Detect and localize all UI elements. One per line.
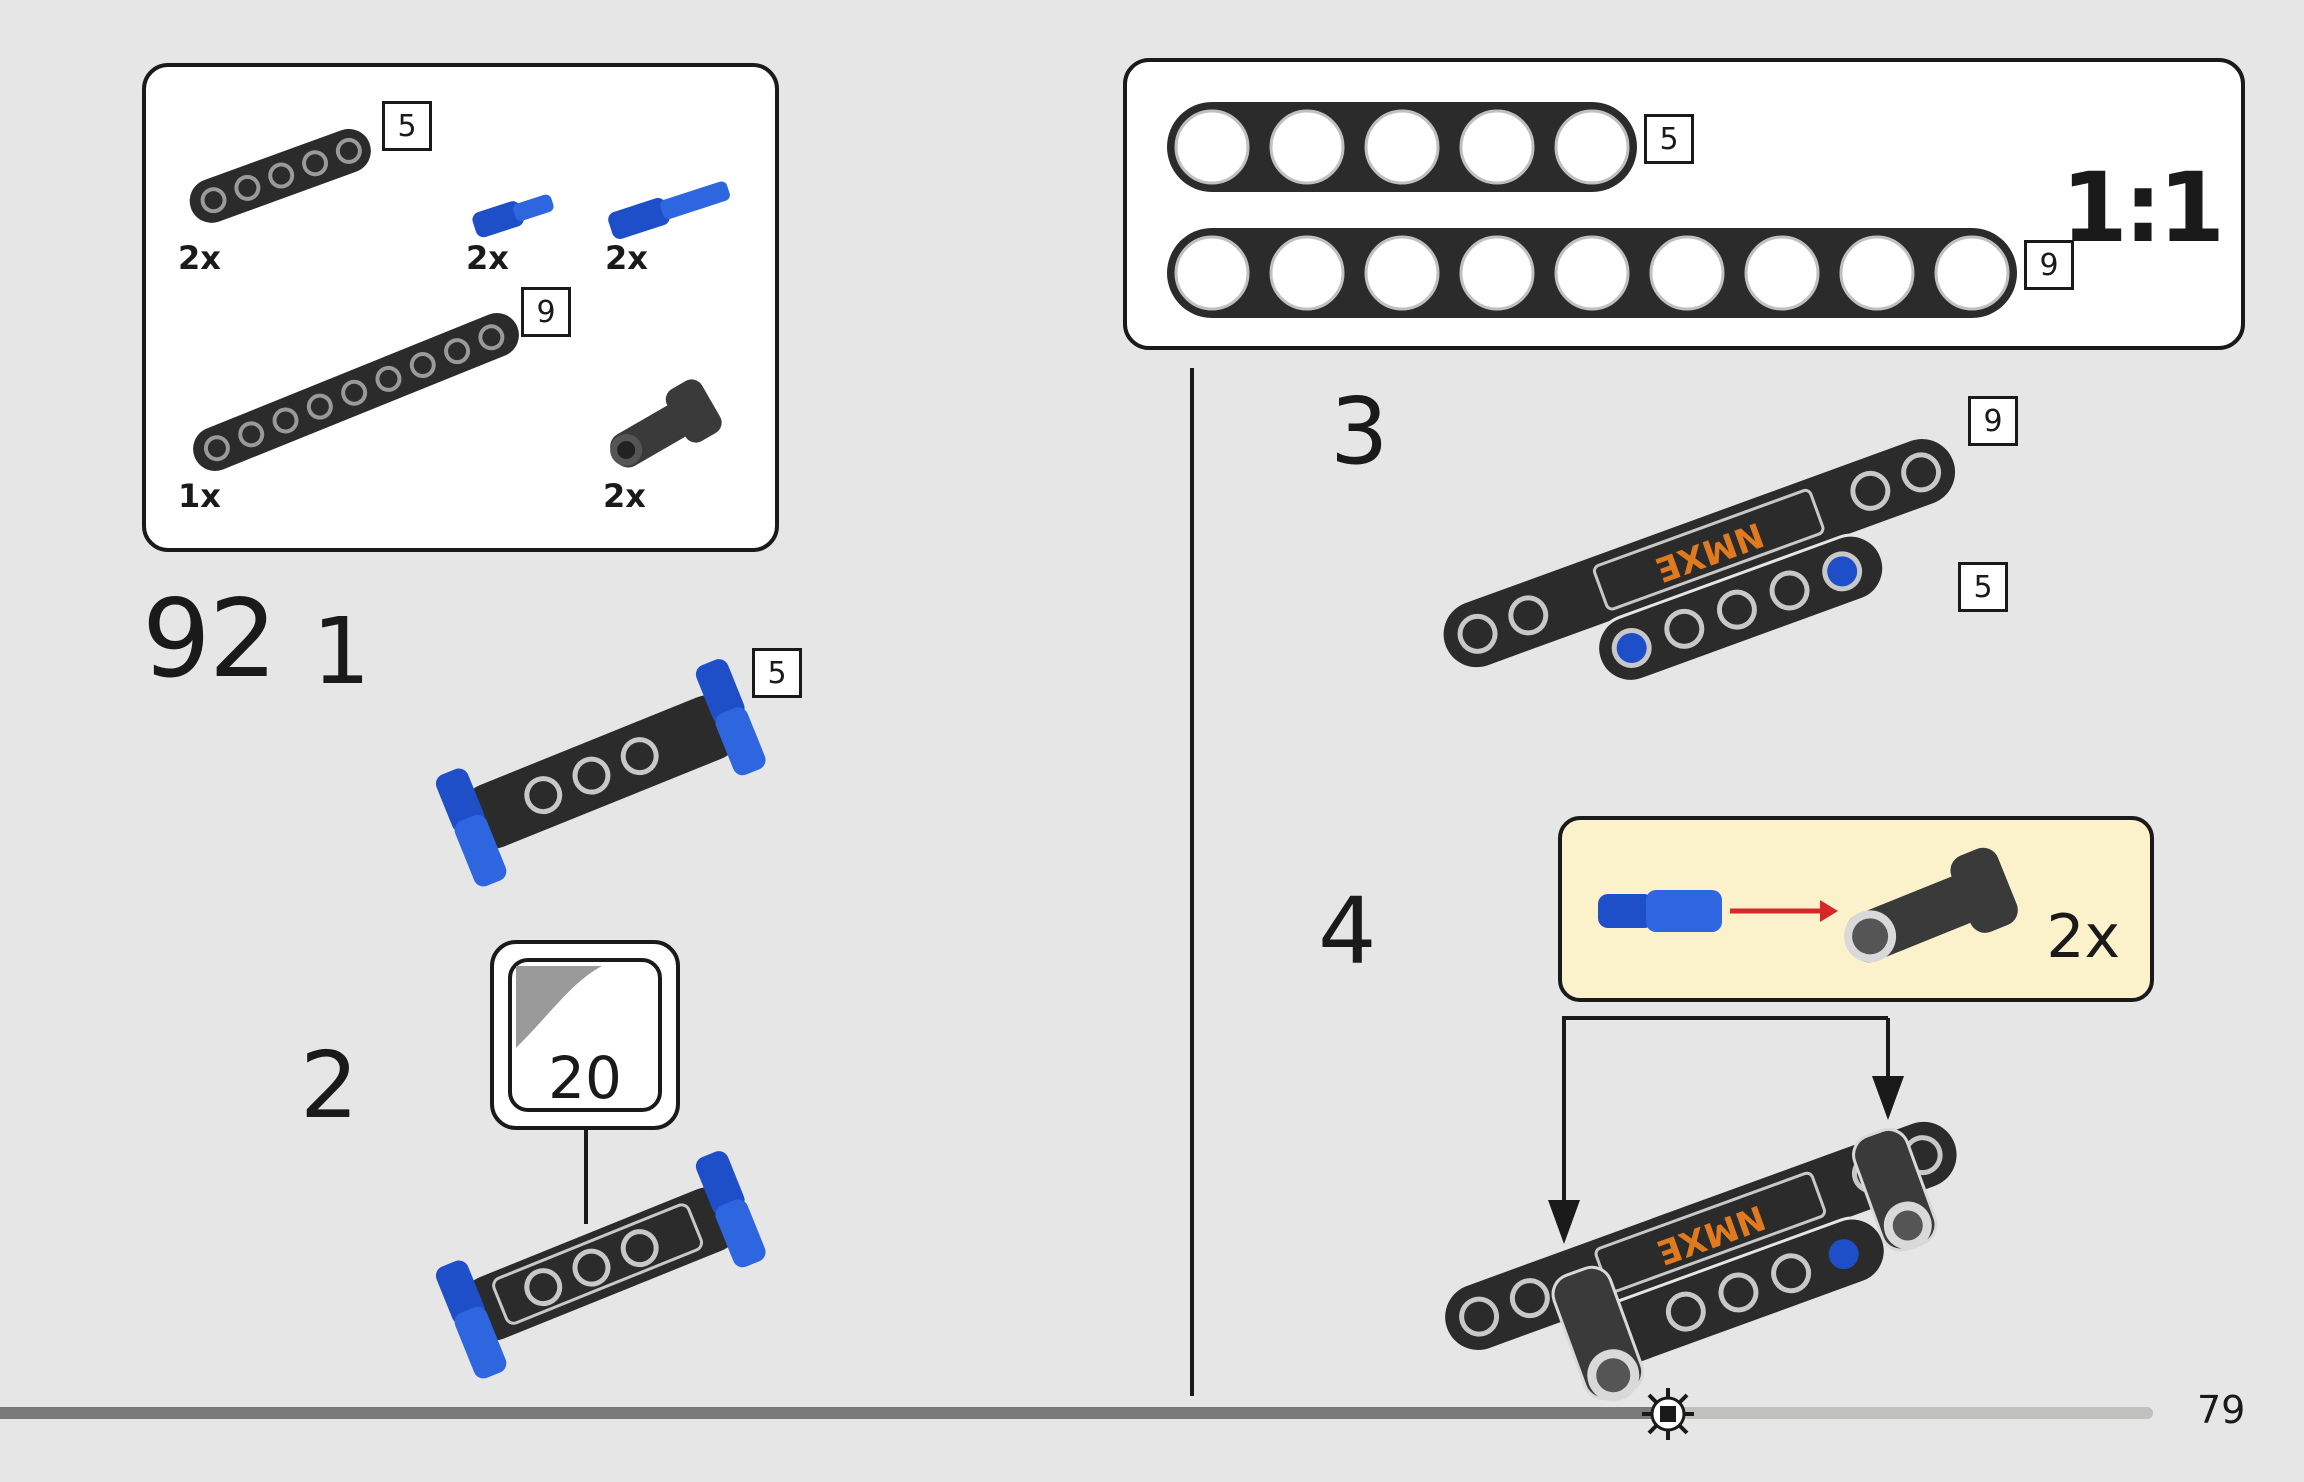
beam9-part-image [193, 313, 519, 471]
callout-red-arrow [1730, 900, 1838, 922]
substep-4-assembly-image: NMXE [1445, 1121, 1957, 1402]
scale-ratio: 1:1 [2061, 152, 2225, 264]
substep-2-number: 2 [300, 1032, 359, 1139]
substep-3-number: 3 [1330, 378, 1389, 485]
substep-1-number: 1 [312, 598, 371, 705]
progress-bar-fill [0, 1407, 1668, 1419]
page-divider [1190, 368, 1194, 1396]
scale-beam5-image [1167, 102, 1637, 192]
beam9-size-label: 9 [521, 287, 571, 337]
callout-quantity: 2x [2046, 902, 2120, 972]
beam5-quantity: 2x [178, 239, 221, 277]
beam5-part-image [189, 128, 371, 223]
parts-list-panel: 5 2x 2x 2x 9 1x 2x [142, 63, 779, 552]
connector-quantity: 2x [603, 477, 646, 515]
scale-panel: 5 9 1:1 [1123, 58, 2245, 350]
callout-connector-image [1844, 847, 2018, 963]
step-number: 92 [142, 577, 277, 702]
short-pin-quantity: 2x [466, 239, 509, 277]
beam5-size-label: 5 [382, 101, 432, 151]
sticker-callout: 20 [490, 940, 680, 1130]
substep-4-number: 4 [1318, 878, 1377, 985]
long-pin-quantity: 2x [605, 239, 648, 277]
beam9-quantity: 1x [178, 477, 221, 515]
sticker-leader-line [584, 1130, 588, 1224]
substep-1-size-label: 5 [752, 648, 802, 698]
sticker-number: 20 [548, 1044, 622, 1112]
scale-beam5-size-label: 5 [1644, 114, 1694, 164]
long-pin-part-image [608, 181, 730, 239]
scale-beam9-size-label: 9 [2024, 240, 2074, 290]
substep-3-top-size-label: 9 [1968, 396, 2018, 446]
substep-3-assembly-image: NMXE [1443, 439, 1956, 683]
substep-4-callout: 2x [1558, 816, 2154, 1002]
scale-beam9-image [1167, 228, 2017, 318]
connector-part-image [610, 379, 722, 468]
callout-pin-image [1598, 890, 1722, 932]
substep-1-assembly-image [435, 659, 766, 887]
placement-arrows [1548, 1016, 1904, 1244]
gear-icon [1642, 1388, 1694, 1440]
short-pin-part-image [472, 194, 554, 238]
page-number: 79 [2197, 1388, 2246, 1432]
sticker-peel-icon [516, 966, 602, 1048]
substep-2-assembly-image [435, 1151, 766, 1379]
substep-3-bottom-size-label: 5 [1958, 562, 2008, 612]
